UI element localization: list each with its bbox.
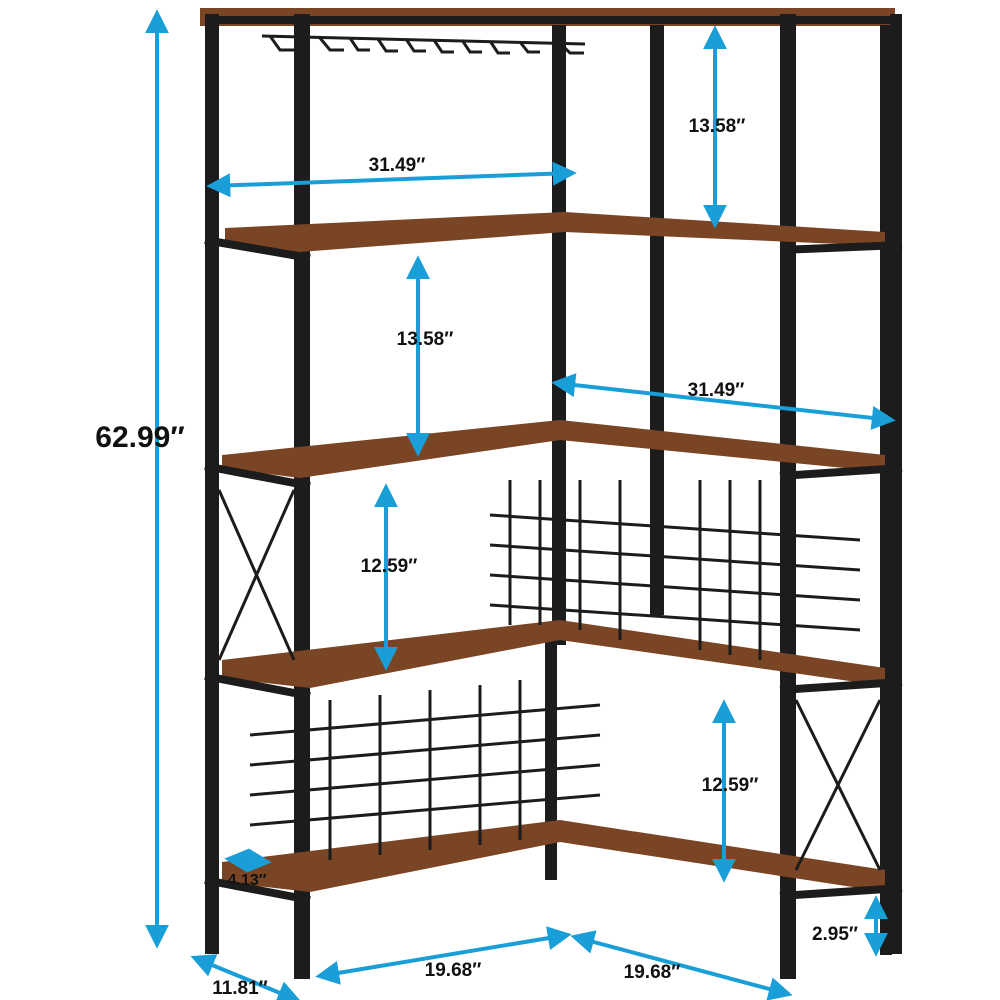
- bottom-gap-label: 12.59″: [702, 775, 759, 796]
- inner-depth-label: 4.13″: [228, 872, 267, 889]
- top-width-label: 31.49″: [369, 155, 426, 176]
- wire-grid-upper: [489, 480, 861, 660]
- left-width-arrow: [315, 926, 572, 985]
- dimension-labels: 62.99″ 13.58″ 31.49″ 13.58″ 31.49″ 12.59…: [95, 116, 858, 999]
- third-gap-label: 12.59″: [361, 556, 418, 577]
- corner-shelf-illustration: [200, 8, 903, 979]
- depth-label: 11.81″: [212, 978, 268, 999]
- total-height-label: 62.99″: [95, 421, 184, 454]
- rear-posts: [545, 25, 892, 955]
- inner-depth-arrow: [224, 848, 272, 873]
- frame-rails: [204, 16, 903, 904]
- wire-grid-lower: [249, 680, 601, 860]
- shelf-2: [222, 420, 885, 478]
- top-gap-label: 13.58″: [689, 116, 746, 137]
- dimension-arrows: [145, 9, 896, 1000]
- middle-width-arrow: [551, 373, 896, 430]
- shelf-3: [222, 620, 885, 688]
- right-width-label: 19.68″: [624, 962, 681, 983]
- foot-height-label: 2.95″: [812, 924, 858, 945]
- left-width-label: 19.68″: [425, 960, 482, 981]
- wine-glass-rack: [261, 34, 586, 55]
- shelf-4: [222, 820, 885, 892]
- second-gap-label: 13.58″: [397, 329, 454, 350]
- top-width-arrow: [206, 161, 577, 198]
- x-braces: [217, 489, 882, 871]
- depth-arrow: [190, 954, 302, 1000]
- right-width-arrow: [570, 930, 793, 1000]
- middle-width-label: 31.49″: [688, 380, 745, 401]
